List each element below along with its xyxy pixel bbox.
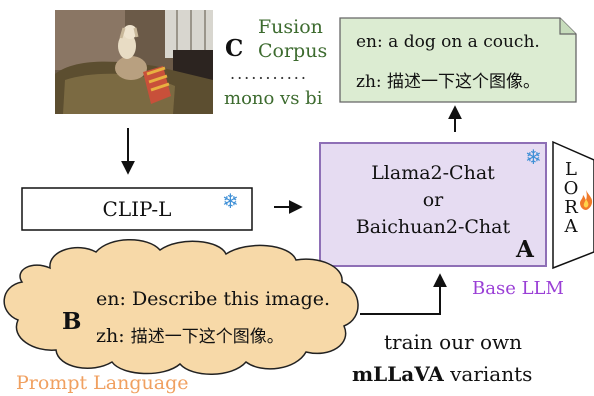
output-en-line: en: a dog on a couch. xyxy=(356,32,540,52)
fusion-title-line2: Corpus xyxy=(258,40,328,62)
lora-letter: L xyxy=(565,159,577,180)
prompt-cloud xyxy=(3,239,359,375)
llm-line2: or xyxy=(422,189,444,211)
fusion-mode-label: mono vs bi xyxy=(224,88,323,109)
llm-line3: Baichuan2-Chat xyxy=(355,216,511,238)
snowflake-icon: ❄ xyxy=(222,189,239,213)
output-zh-line: zh: 描述一下这个图像。 xyxy=(356,67,540,92)
lora-letter: R xyxy=(564,197,578,218)
input-image-dog-on-couch xyxy=(55,10,213,114)
llm-model-names: Llama2-Chat or Baichuan2-Chat xyxy=(320,160,546,241)
prompt-en-text: Describe this image. xyxy=(131,288,331,310)
prompt-en-prefix: en: xyxy=(96,288,126,310)
prompt-caption: Prompt Language xyxy=(16,372,189,394)
arrow-prompt-to-llm xyxy=(360,273,447,315)
fusion-letter: C xyxy=(225,35,244,62)
output-en-prefix: en: xyxy=(356,32,383,52)
fusion-title-line1: Fusion xyxy=(258,16,323,38)
prompt-en-line: en: Describe this image. xyxy=(96,288,330,310)
lora-letter: A xyxy=(564,216,578,237)
fire-icon xyxy=(580,190,593,210)
output-zh-text: 描述一下这个图像。 xyxy=(387,72,541,92)
output-zh-prefix: zh: xyxy=(356,72,382,92)
train-model-name: mLLaVA xyxy=(352,362,444,386)
llm-letter: A xyxy=(516,236,534,263)
lora-letter: O xyxy=(563,178,579,199)
prompt-zh-text: 描述一下这个图像。 xyxy=(130,327,284,347)
clip-box xyxy=(21,187,253,231)
llm-caption: Base LLM xyxy=(472,278,564,299)
prompt-letter: B xyxy=(62,308,82,335)
snowflake-icon: ❄ xyxy=(525,145,542,169)
train-line2: mLLaVA variants xyxy=(352,362,532,386)
train-variants-word: variants xyxy=(450,362,533,386)
lora-shape xyxy=(552,140,594,270)
clip-label: CLIP-L xyxy=(102,197,172,221)
output-box xyxy=(339,17,577,103)
llm-line1: Llama2-Chat xyxy=(371,162,495,184)
prompt-zh-line: en: zh: 描述一下这个图像。 xyxy=(96,322,284,347)
output-en-text: a dog on a couch. xyxy=(388,32,540,52)
lora-letters: L O R A xyxy=(561,160,581,236)
fusion-dotted-separator: ........... xyxy=(230,64,308,83)
train-line1: train our own xyxy=(384,330,523,354)
prompt-zh-prefix-label: zh: xyxy=(96,325,125,347)
llm-box xyxy=(319,142,547,267)
output-box-fold xyxy=(559,18,576,35)
